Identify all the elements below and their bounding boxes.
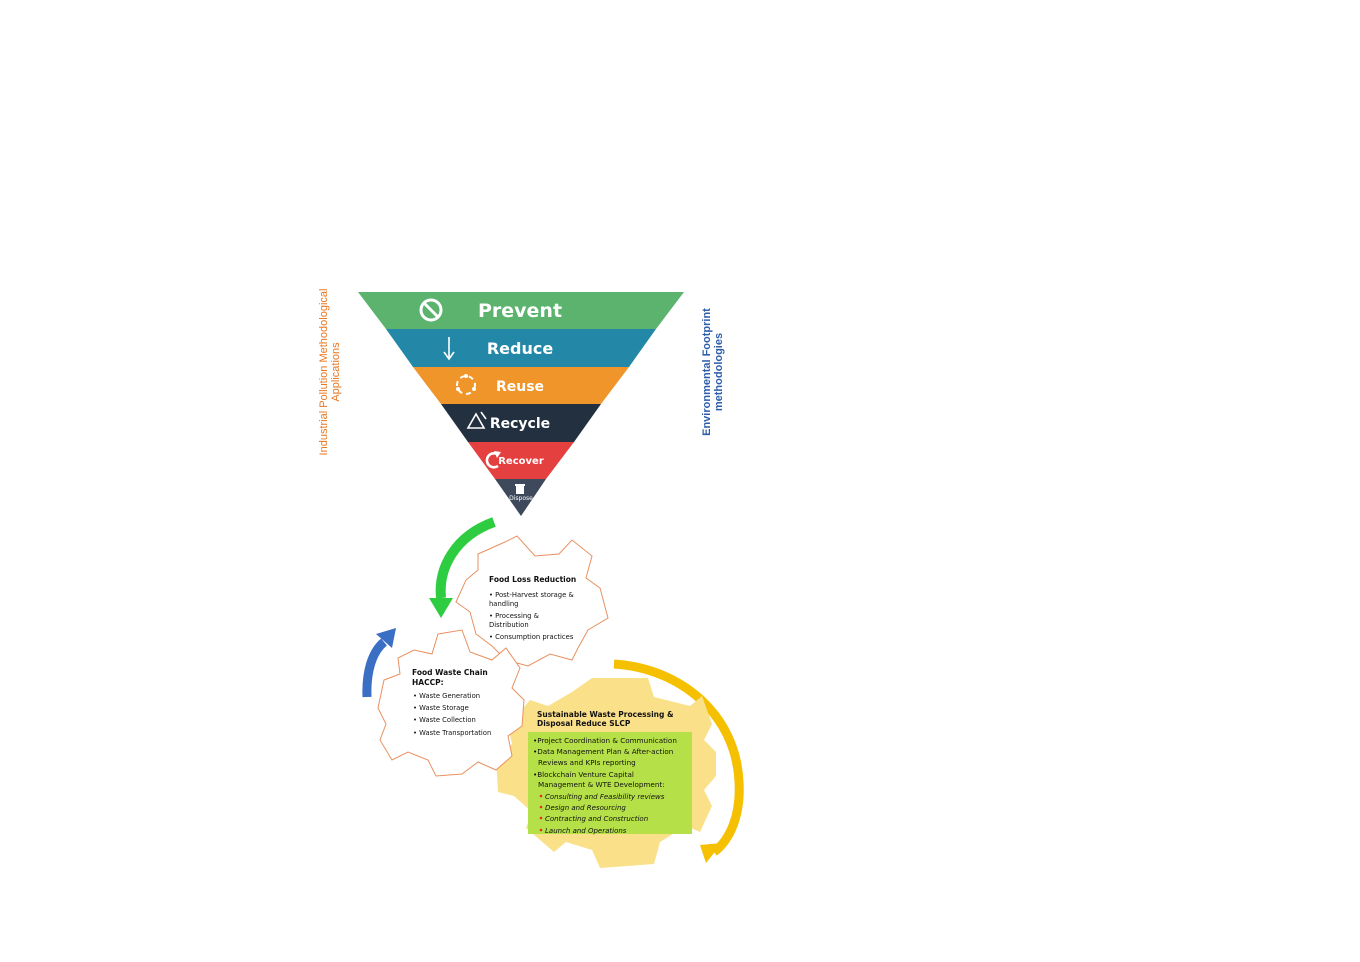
yellow-curved-arrow (613, 659, 744, 863)
band-dispose (495, 479, 546, 516)
label-prevent: Prevent (478, 300, 562, 322)
sustainable-line-5: Management & WTE Development: (538, 780, 665, 789)
green-curved-arrow (429, 517, 496, 618)
food-loss-title: Food Loss Reduction (489, 575, 576, 584)
sustainable-sub-3: Contracting and Construction (545, 815, 648, 823)
sustainable-line-1: •Project Coordination & Communication (533, 736, 677, 745)
band-reduce (386, 329, 656, 367)
reuse-cycle-icon (456, 374, 476, 395)
sustainable-title-1: Sustainable Waste Processing & (537, 710, 674, 719)
band-prevent (358, 292, 684, 329)
sustainable-gear: Sustainable Waste Processing & Disposal … (496, 678, 716, 868)
band-recycle (441, 404, 601, 442)
food-waste-item-4: • Waste Transportation (413, 729, 491, 737)
sustainable-title-2: Disposal Reduce SLCP (537, 719, 631, 728)
down-arrow-icon (443, 337, 455, 361)
sustainable-sub-4: Launch and Operations (545, 827, 627, 835)
food-waste-title-2: HACCP: (412, 678, 444, 687)
label-reduce: Reduce (487, 339, 554, 358)
label-dispose: Dispose (509, 495, 533, 502)
red-bullet (539, 828, 543, 832)
trash-icon (515, 484, 525, 494)
blue-curved-arrow (362, 628, 396, 698)
food-waste-gear: Food Waste Chain HACCP: • Waste Generati… (377, 629, 525, 777)
food-waste-title-1: Food Waste Chain (412, 668, 488, 677)
label-recover: Recover (498, 456, 544, 467)
label-reuse: Reuse (496, 379, 544, 395)
food-waste-gear-shape (377, 629, 525, 777)
food-loss-gear: Food Loss Reduction • Post-Harvest stora… (455, 535, 609, 667)
sustainable-line-3: Reviews and KPIs reporting (538, 758, 636, 767)
sustainable-sub-2: Design and Resourcing (545, 804, 626, 812)
food-waste-item-2: • Waste Storage (413, 704, 469, 712)
label-recycle: Recycle (490, 416, 550, 432)
prohibit-icon (419, 298, 443, 322)
sustainable-sub-1: Consulting and Feasibility reviews (545, 793, 665, 801)
red-bullet (539, 805, 543, 809)
food-loss-item-2: • Processing & (489, 612, 540, 620)
recycle-icon (466, 411, 487, 429)
food-loss-item-1b: handling (489, 600, 519, 608)
food-loss-item-1: • Post-Harvest storage & (489, 591, 574, 599)
sustainable-green-box (528, 732, 692, 834)
food-loss-item-3: • Consumption practices (489, 633, 574, 641)
sustainable-line-2: •Data Management Plan & After-action (533, 747, 673, 756)
food-loss-item-2b: Distribution (489, 621, 529, 629)
red-bullet (539, 816, 543, 820)
food-loss-gear-shape (455, 535, 609, 667)
food-waste-item-3: • Waste Collection (413, 716, 476, 724)
sustainable-line-4: •Blockchain Venture Capital (533, 770, 634, 779)
red-bullet (539, 794, 543, 798)
hierarchy-pyramid (358, 292, 684, 516)
food-waste-item-1: • Waste Generation (413, 692, 480, 700)
recover-arrow-icon (485, 451, 501, 469)
